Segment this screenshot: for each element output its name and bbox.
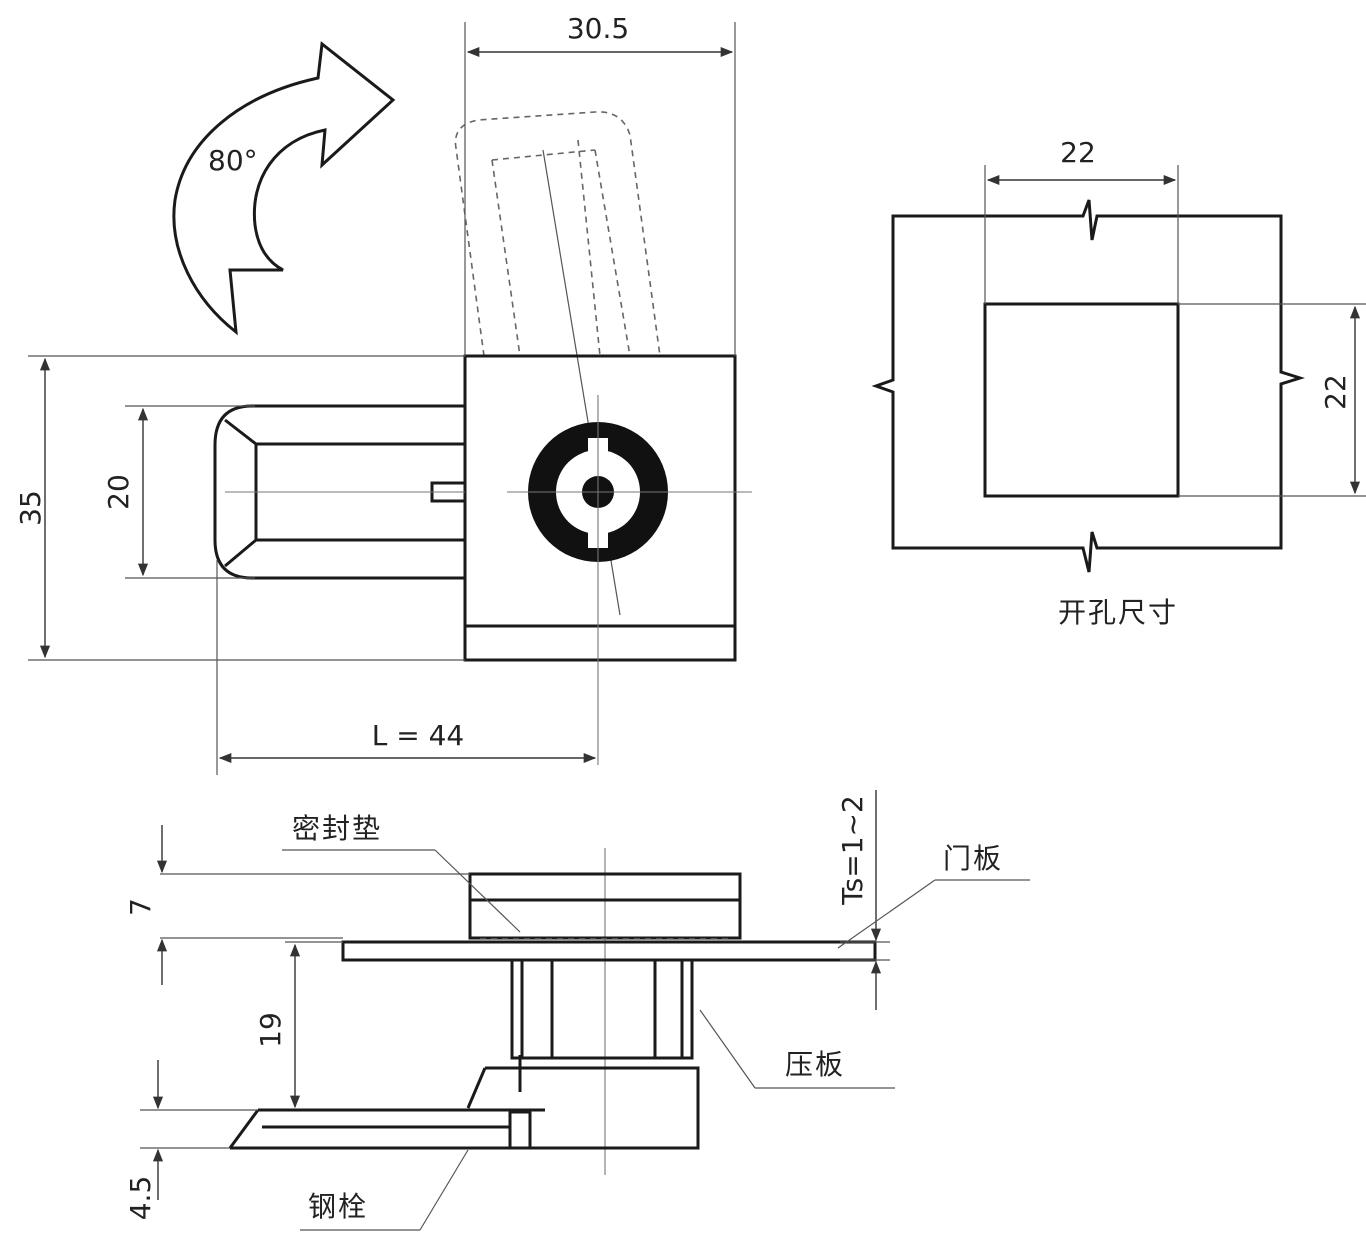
cutout-view: 22 22 开孔尺寸 <box>871 136 1366 629</box>
dimension-length: L = 44 <box>216 560 597 775</box>
panel-thickness-label: Ts=1~2 <box>836 795 869 906</box>
gasket-label: 密封垫 <box>292 812 382 845</box>
front-view: 80° <box>14 12 752 775</box>
dimension-height-label: 35 <box>14 490 47 526</box>
key-cylinder-icon <box>507 395 752 765</box>
rotation-arrow-icon <box>172 41 396 336</box>
dimension-length-label: L = 44 <box>372 719 465 752</box>
door-panel-label: 门板 <box>943 842 1003 875</box>
dimension-handle-height: 20 <box>102 405 255 579</box>
dimension-width: 30.5 <box>464 12 736 356</box>
dimension-height: 35 <box>14 355 465 661</box>
pressure-plate-label: 压板 <box>785 1048 845 1081</box>
dimension-body-label: 19 <box>254 1012 287 1048</box>
steel-bolt-label: 钢栓 <box>308 1190 368 1223</box>
dimension-top-label: 7 <box>124 898 157 916</box>
cutout-caption: 开孔尺寸 <box>1058 596 1178 629</box>
cutout-height-label: 22 <box>1319 374 1352 410</box>
lock-body <box>463 354 737 662</box>
dimension-bolt-label: 4.5 <box>124 1176 157 1221</box>
dimension-width-label: 30.5 <box>567 12 629 45</box>
side-view: 7 19 4.5 Ts=1~2 密封垫 门板 压板 钢栓 <box>124 790 1030 1231</box>
rotation-angle-label: 80° <box>208 144 258 177</box>
dimension-handle-height-label: 20 <box>102 474 135 510</box>
cutout-width-label: 22 <box>1060 136 1096 169</box>
